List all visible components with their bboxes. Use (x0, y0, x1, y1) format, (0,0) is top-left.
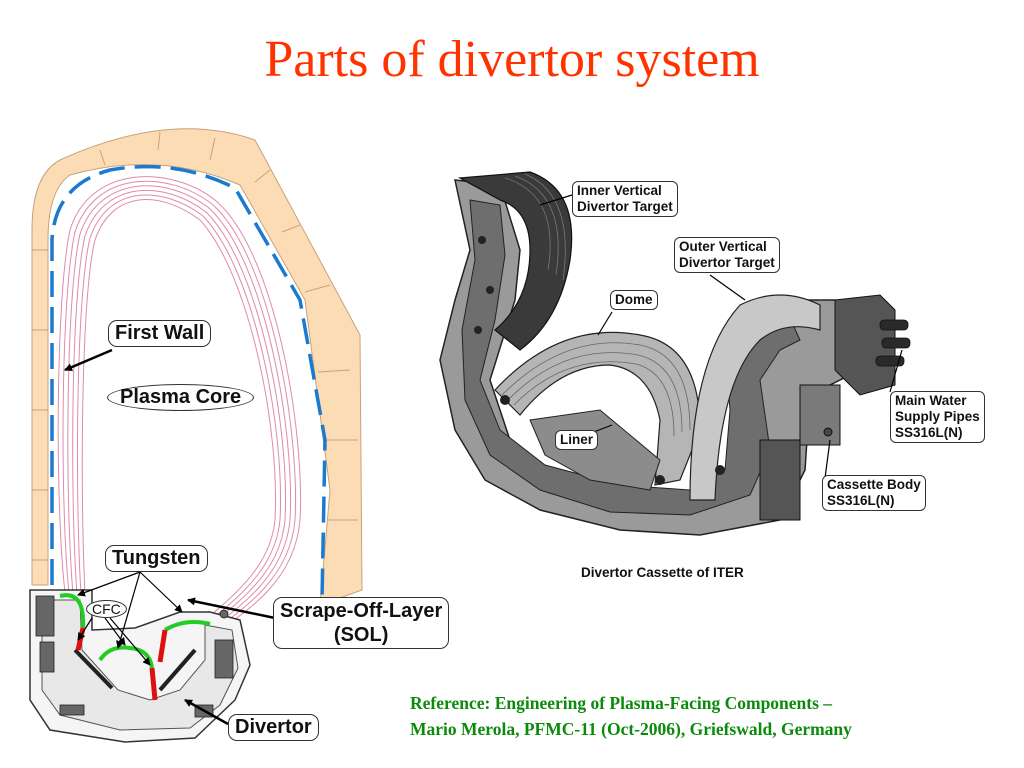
reference-line2: Mario Merola, PFMC-11 (Oct-2006), Griefs… (410, 719, 852, 739)
divertor-label: Divertor (228, 714, 319, 741)
tungsten-label: Tungsten (105, 545, 208, 572)
liner-label: Liner (555, 430, 599, 450)
dome-label: Dome (610, 290, 658, 310)
field-lines (57, 176, 301, 641)
inner-vertical-target-label: Inner Vertical Divertor Target (572, 181, 678, 217)
main-water-supply-pipes-label: Main Water Supply Pipes SS316L(N) (890, 391, 985, 443)
outer-vertical-target-label: Outer Vertical Divertor Target (674, 237, 780, 273)
wall-tile-seams (32, 131, 358, 561)
slide-title: Parts of divertor system (264, 31, 760, 88)
callout-arrows-left (64, 348, 276, 726)
first-wall-line (50, 164, 327, 601)
tokamak-cross-section (29, 128, 363, 743)
plasma-core-label: Plasma Core (107, 384, 255, 411)
sol-label: Scrape-Off-Layer (SOL) (273, 597, 450, 649)
cassette-body-label: Cassette Body SS316L(N) (822, 475, 926, 511)
outer-vertical-target-shape (689, 294, 821, 501)
reference-line1: Reference: Engineering of Plasma-Facing … (410, 693, 833, 713)
wall-tile-band (31, 128, 363, 606)
inner-vertical-target-shape (457, 171, 573, 351)
first-wall-label: First Wall (108, 320, 212, 347)
cassette-caption: Divertor Cassette of ITER (581, 565, 744, 580)
tungsten-leader-lines (77, 571, 183, 666)
reference-citation: Reference: Engineering of Plasma-Facing … (410, 690, 1010, 742)
sol-label-line2: (SOL) (333, 624, 389, 646)
sol-label-line1: Scrape-Off-Layer (280, 600, 443, 622)
divertor-cassette (439, 171, 911, 536)
water-pipes (875, 319, 911, 367)
cfc-label: CFC (86, 600, 127, 618)
